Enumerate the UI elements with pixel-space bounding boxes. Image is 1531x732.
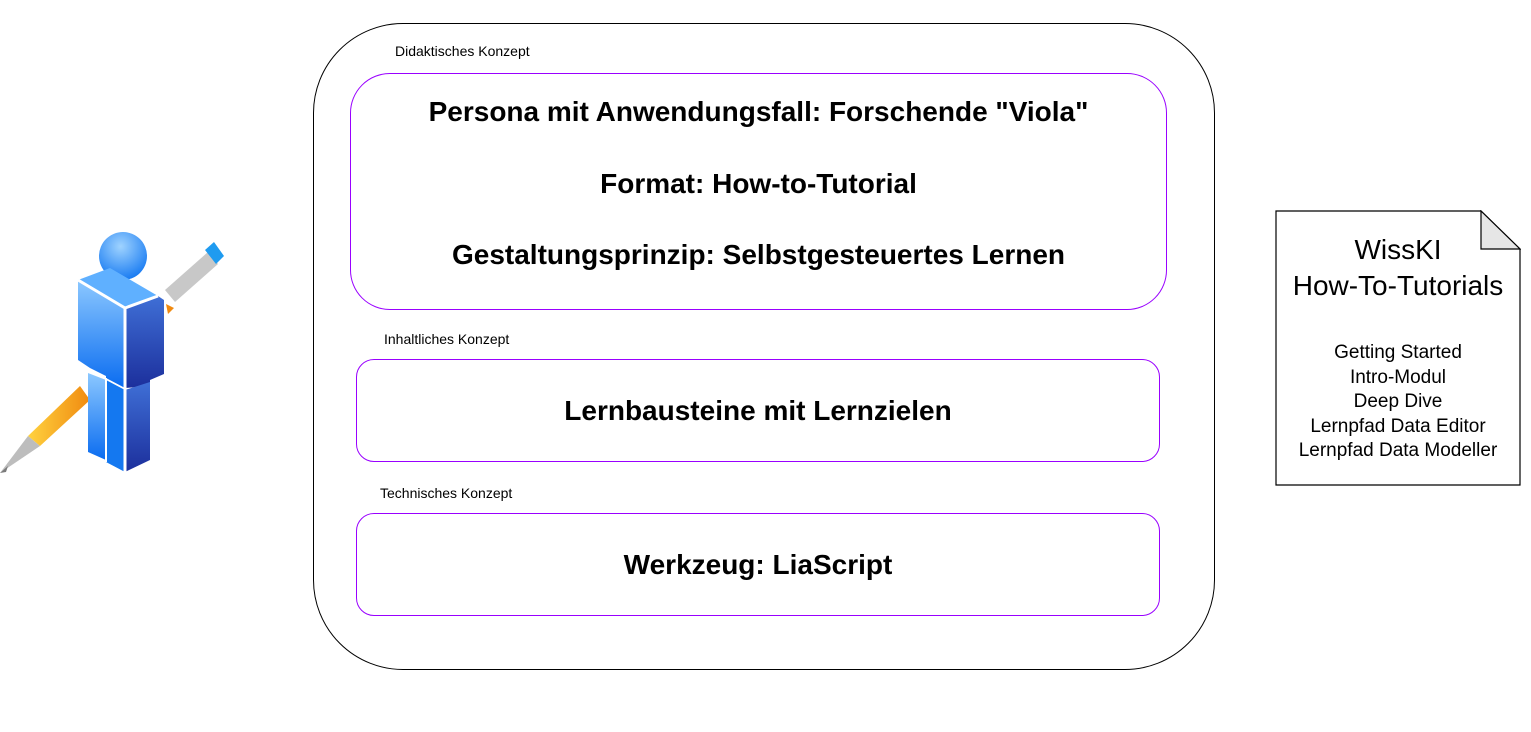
technik-text: Werkzeug: LiaScript xyxy=(623,548,893,580)
didaktik-line-persona: Persona mit Anwendungsfall: Forschende "… xyxy=(428,96,1089,127)
inhalt-label: Inhaltliches Konzept xyxy=(384,331,510,347)
technik-box: Werkzeug: LiaScript xyxy=(356,513,1160,616)
document-item: Intro-Modul xyxy=(1349,366,1447,388)
document-icon xyxy=(1275,210,1521,486)
inhalt-box: Lernbausteine mit Lernzielen xyxy=(356,359,1160,462)
technik-label: Technisches Konzept xyxy=(380,485,513,501)
didaktik-line-prinzip: Gestaltungsprinzip: Selbstgesteuertes Le… xyxy=(451,239,1066,271)
pencil-lower xyxy=(0,386,90,473)
document-title-line2: How-To-Tutorials xyxy=(1292,270,1504,301)
document-item: Getting Started xyxy=(1334,342,1462,363)
document-item: Lernpfad Data Editor xyxy=(1310,415,1486,437)
didaktik-label: Didaktisches Konzept xyxy=(395,43,530,59)
didaktik-box: Persona mit Anwendungsfall: Forschende "… xyxy=(350,73,1167,310)
didaktik-line-format: Format: How-to-Tutorial xyxy=(600,167,917,199)
inhalt-text: Lernbausteine mit Lernzielen xyxy=(564,394,952,426)
person-head xyxy=(99,232,147,280)
concept-frame xyxy=(313,23,1215,670)
document-title-line1: WissKI xyxy=(1354,234,1442,265)
document-item-list: Getting Started Intro-Modul Deep Dive Le… xyxy=(1275,341,1521,464)
document-item: Lernpfad Data Modeller xyxy=(1298,440,1498,461)
person-with-pencil-icon xyxy=(0,228,232,478)
tutorial-document: WissKI How-To-Tutorials Getting Started … xyxy=(1275,210,1521,486)
document-item: Deep Dive xyxy=(1353,391,1443,412)
pencil-upper xyxy=(165,242,224,314)
